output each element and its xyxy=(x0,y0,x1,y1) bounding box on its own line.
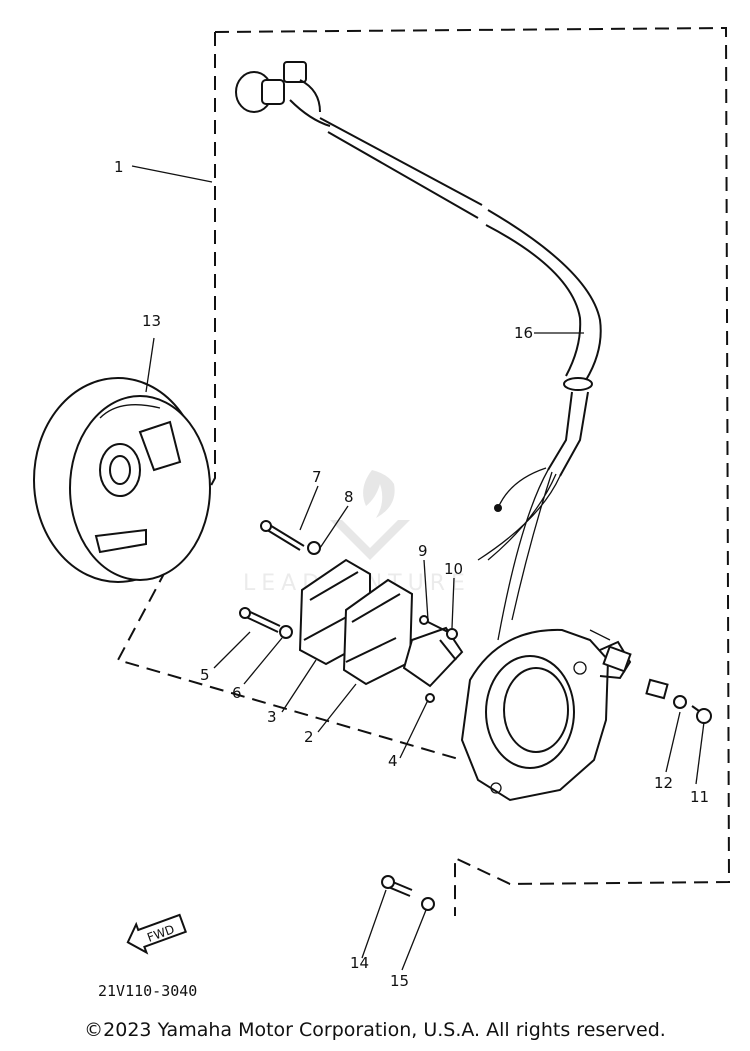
fwd-arrow: FWD xyxy=(126,913,188,955)
callout-12: 12 xyxy=(654,774,673,792)
pulser-coil xyxy=(402,626,464,688)
callout-7: 7 xyxy=(312,468,322,486)
leader-lines xyxy=(131,165,705,971)
callout-3: 3 xyxy=(267,708,277,726)
fasteners xyxy=(239,520,712,911)
callout-16: 16 xyxy=(514,324,533,342)
callout-10: 10 xyxy=(444,560,463,578)
callout-13: 13 xyxy=(142,312,161,330)
callout-15: 15 xyxy=(390,972,409,990)
copyright-notice: ©2023 Yamaha Motor Corporation, U.S.A. A… xyxy=(84,1019,666,1041)
callout-labels: 1 2 3 4 5 6 7 8 9 10 11 12 13 14 15 16 xyxy=(114,158,709,990)
lighting-coil xyxy=(342,578,414,686)
part-code: 21V110-3040 xyxy=(98,982,197,1000)
callout-11: 11 xyxy=(690,788,709,806)
callout-6: 6 xyxy=(232,684,242,702)
callout-1: 1 xyxy=(114,158,124,176)
callout-8: 8 xyxy=(344,488,354,506)
assembly-outline xyxy=(116,26,731,916)
callout-5: 5 xyxy=(200,666,210,684)
callout-4: 4 xyxy=(388,752,398,770)
callout-9: 9 xyxy=(418,542,428,560)
wire-harness xyxy=(235,61,602,641)
callout-2: 2 xyxy=(304,728,314,746)
flywheel-rotor xyxy=(33,377,211,583)
stator-base-plate xyxy=(460,628,632,802)
callout-14: 14 xyxy=(350,954,369,972)
